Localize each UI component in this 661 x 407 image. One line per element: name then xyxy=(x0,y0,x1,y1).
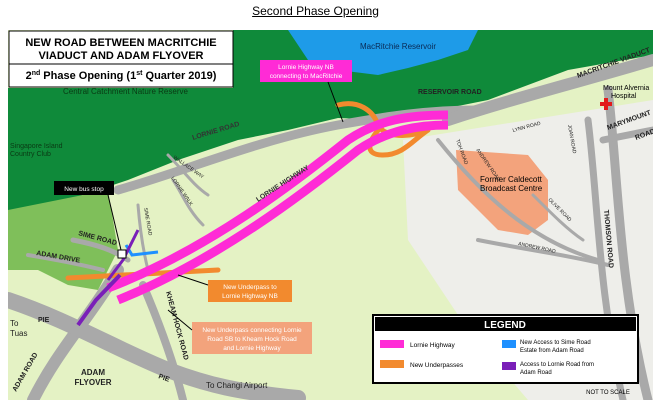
adam-drive xyxy=(26,253,105,272)
tuas-label: Tuas xyxy=(10,329,28,338)
sime-road-small-label: SIME ROAD xyxy=(142,207,153,236)
callout-underpass-2 xyxy=(192,322,312,354)
legend: LEGEND Lornie Highway New Underpasses Ne… xyxy=(372,314,639,384)
reservoir-label: MacRitchie Reservoir xyxy=(360,42,436,51)
legend-label-lornie-access-2: Adam Road xyxy=(520,370,552,376)
callout-highway-nb-line2: connecting to MacRitchie xyxy=(270,73,343,80)
pie-bottom-label: PIE xyxy=(157,373,170,384)
legend-label-sime-1: New Access to Sime Road xyxy=(520,340,591,346)
legend-label-sime-2: Estate from Adam Road xyxy=(520,348,584,354)
callout-bus-stop-label: New bus stop xyxy=(64,186,104,193)
callout-underpass-2-line1: New Underpass connecting Lornie xyxy=(202,327,302,334)
lornie-highway xyxy=(106,110,449,305)
legend-swatch-underpass xyxy=(380,360,404,368)
kheam-hock-road xyxy=(139,281,187,400)
wallace-way xyxy=(166,153,210,197)
legend-header xyxy=(375,317,636,331)
club-label-2: Country Club xyxy=(10,151,51,158)
adam-flyover-label-2: FLYOVER xyxy=(74,378,111,387)
sime-road-small xyxy=(136,203,150,272)
not-to-scale-label: NOT TO SCALE xyxy=(586,390,630,396)
adam-flyover-label-1: ADAM xyxy=(81,368,105,377)
legend-title: LEGEND xyxy=(484,320,526,331)
lornie-walk xyxy=(171,178,205,227)
pie-left-label: PIE xyxy=(38,317,50,324)
forest xyxy=(8,30,653,220)
lornie-access-2 xyxy=(106,229,140,281)
legend-swatch-sime xyxy=(502,340,516,348)
joan-road-label: JOAN ROAD xyxy=(566,124,577,154)
callout-highway-nb-line1: Lornie Highway NB xyxy=(278,64,334,71)
legend-swatch-highway xyxy=(380,340,404,348)
callout-underpass-2-line3: and Lornie Highway xyxy=(223,345,281,352)
to-label: To xyxy=(10,319,19,328)
andrew-road-lower xyxy=(476,238,610,267)
reservoir-road-label: RESERVOIR ROAD xyxy=(418,89,482,96)
hospital-label-2: Hospital xyxy=(611,93,637,100)
changi-label: To Changi Airport xyxy=(206,381,268,390)
callout-underpass-line1: New Underpass to xyxy=(223,284,277,291)
legend-label-lornie-access-1: Access to Lornie Road from xyxy=(520,362,594,368)
hospital-cross-icon xyxy=(600,98,612,110)
callout-bus-stop xyxy=(54,181,114,195)
pie xyxy=(8,292,306,400)
caldecott-area xyxy=(456,150,548,235)
legend-swatch-lornie-access xyxy=(502,362,516,370)
hospital-label-1: Mount Alvernia xyxy=(603,85,649,92)
title-line1: NEW ROAD BETWEEN MACRITCHIE xyxy=(25,37,216,49)
legend-label-highway: Lornie Highway xyxy=(410,342,456,349)
title-box xyxy=(8,30,234,88)
macritchie-viaduct xyxy=(442,54,653,126)
bus-stop-icon xyxy=(117,249,127,259)
nature-reserve-label: Central Catchment Nature Reserve xyxy=(63,87,188,96)
andrew-road xyxy=(436,138,600,262)
callout-underpass-2-line2: Road SB to Kheam Hock Road xyxy=(207,336,297,343)
caldecott-label-2: Broadcast Centre xyxy=(480,184,543,193)
map-canvas: NEW ROAD BETWEEN MACRITCHIE VIADUCT AND … xyxy=(8,30,653,400)
legend-label-underpass: New Underpasses xyxy=(410,362,464,369)
page-heading: Second Phase Opening xyxy=(252,4,379,18)
club-label-1: Singapore Island xyxy=(10,143,63,150)
olive-road xyxy=(531,193,585,242)
callout-underpass-line2: Lornie Highway NB xyxy=(222,293,278,300)
map: NEW ROAD BETWEEN MACRITCHIE VIADUCT AND … xyxy=(8,30,653,400)
lornie-access xyxy=(76,273,122,327)
callout-underpass xyxy=(208,280,292,302)
phase-label: 2nd Phase Opening (1st Quarter 2019) xyxy=(26,70,217,82)
marymount-road xyxy=(599,126,653,144)
caldecott-label-1: Former Caldecott xyxy=(480,175,543,184)
title-line2: VIADUCT AND ADAM FLYOVER xyxy=(38,50,203,62)
callout-highway-nb xyxy=(260,60,352,82)
